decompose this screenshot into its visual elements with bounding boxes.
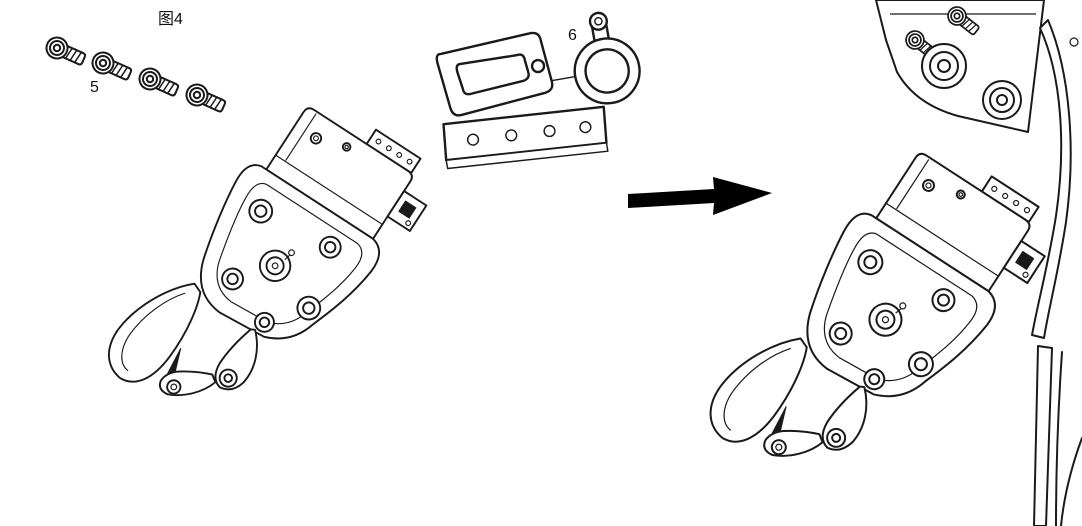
screw-icon [182,80,229,118]
arm-side-link [1031,19,1072,339]
robot-arm [875,0,1082,526]
bracket-part [435,11,641,170]
part-label-6: 6 [568,27,577,44]
screws-group [42,33,229,118]
figure-caption: 图4 [158,11,183,28]
robotic-gripper-icon [95,70,448,468]
part-label-5: 5 [90,79,99,96]
right-arrow-icon [628,177,772,215]
robotic-gripper-icon [696,113,1067,526]
arm-lower-rod [1033,345,1053,526]
gripper-exploded [95,70,448,468]
screw-icon [135,64,182,102]
gripper-assembled [696,113,1067,526]
wrist-joint-icon [982,80,1022,120]
screw-icon [42,33,89,71]
wrist-joint-icon [921,43,967,89]
